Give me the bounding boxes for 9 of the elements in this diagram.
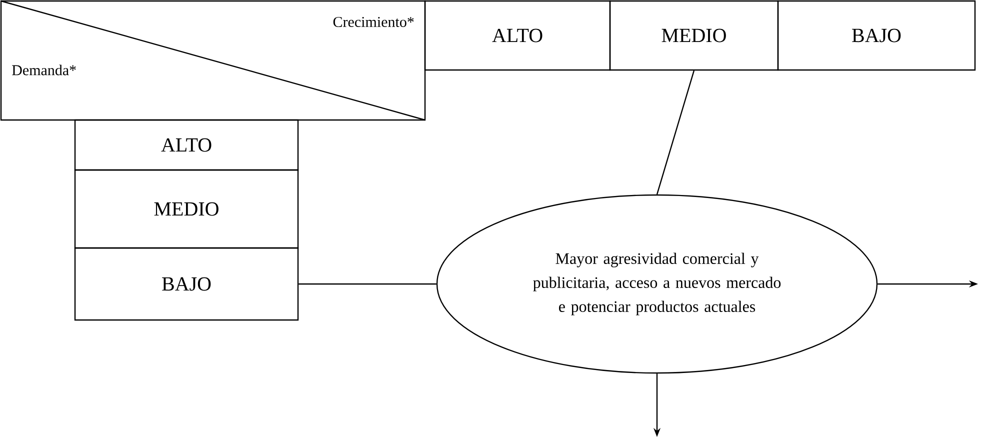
table-cell: BAJO: [74, 247, 299, 321]
connector-line: [298, 283, 436, 285]
connector-line: [656, 70, 695, 195]
table-cell: MEDIO: [74, 169, 299, 249]
table-cell: MEDIO: [609, 0, 779, 71]
header-cell: Crecimiento* Demanda*: [0, 0, 426, 121]
table-cell: BAJO: [777, 0, 976, 71]
table-cell: ALTO: [424, 0, 611, 71]
table-cell: ALTO: [74, 119, 299, 171]
